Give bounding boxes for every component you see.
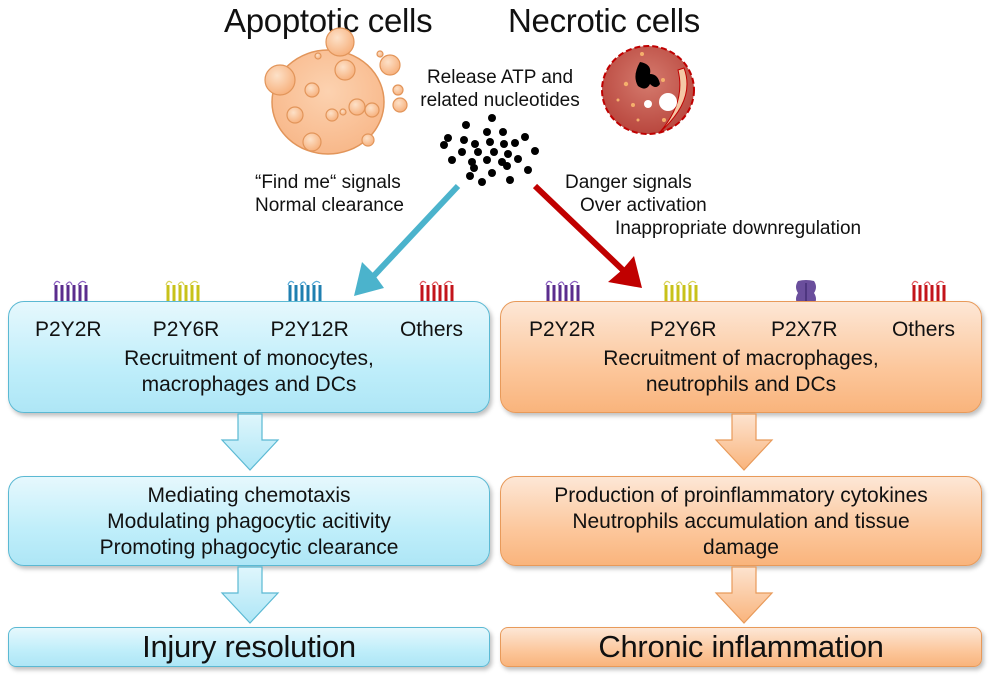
injury-resolution-label: Injury resolution bbox=[142, 629, 356, 664]
injury-resolution-box: Injury resolution bbox=[8, 627, 490, 667]
receptor-label: P2Y6R bbox=[152, 318, 220, 341]
receptor-label: P2Y6R bbox=[649, 318, 717, 341]
right-recruitment-text: Recruitment of macrophages, neutrophils … bbox=[501, 346, 981, 398]
chronic-inflammation-label: Chronic inflammation bbox=[598, 629, 884, 664]
normal-clearance-line: Normal clearance bbox=[255, 195, 404, 216]
others-receptor-icon-right bbox=[911, 280, 946, 303]
p2y6r-receptor-icon-left bbox=[165, 280, 200, 303]
over-activation-line: Over activation bbox=[580, 195, 707, 216]
effect-line: Production of proinflammatory cytokines bbox=[554, 484, 928, 507]
effect-line: Mediating chemotaxis bbox=[147, 484, 351, 507]
left-receptor-labels: P2Y2R P2Y6R P2Y12R Others bbox=[35, 318, 463, 342]
left-effects-text: Mediating chemotaxis Modulating phagocyt… bbox=[9, 483, 489, 561]
effect-line: damage bbox=[703, 536, 779, 559]
right-recruitment-box: P2Y2R P2Y6R P2X7R Others Recruitment of … bbox=[500, 301, 982, 413]
effect-line: Neutrophils accumulation and tissue bbox=[572, 510, 910, 533]
p2y6r-receptor-icon-right bbox=[663, 280, 698, 303]
others-receptor-icon-left bbox=[419, 280, 454, 303]
effect-line: Promoting phagocytic clearance bbox=[99, 536, 399, 559]
p2y12r-receptor-icon-left bbox=[287, 280, 322, 303]
p2y2r-receptor-icon-right bbox=[545, 280, 580, 303]
right-effects-box: Production of proinflammatory cytokines … bbox=[500, 476, 982, 566]
receptor-label: Others bbox=[891, 318, 955, 341]
release-atp-label: Release ATP and related nucleotides bbox=[400, 66, 600, 112]
p2x7r-ion-channel-icon bbox=[796, 280, 816, 306]
find-me-signals-label: “Find me“ signals Normal clearance bbox=[255, 171, 404, 217]
apoptotic-cell-icon bbox=[264, 27, 408, 155]
left-down-arrow-1 bbox=[220, 413, 280, 471]
release-line-1: Release ATP and bbox=[426, 67, 574, 88]
recruitment-line: Recruitment of macrophages, bbox=[603, 347, 879, 370]
receptor-label: P2Y2R bbox=[529, 318, 596, 341]
receptor-label: P2Y12R bbox=[270, 318, 349, 341]
left-down-arrow-2 bbox=[220, 566, 280, 624]
find-me-line: “Find me“ signals bbox=[255, 172, 401, 193]
inappropriate-downregulation-line: Inappropriate downregulation bbox=[615, 218, 862, 239]
right-receptor-labels: P2Y2R P2Y6R P2X7R Others bbox=[529, 318, 955, 342]
left-recruitment-box: P2Y2R P2Y6R P2Y12R Others Recruitment of… bbox=[8, 301, 490, 413]
recruitment-line: Recruitment of monocytes, bbox=[124, 347, 374, 370]
receptor-label: P2X7R bbox=[770, 318, 838, 341]
recruitment-line: macrophages and DCs bbox=[141, 373, 357, 396]
right-down-arrow-2 bbox=[714, 566, 774, 624]
right-down-arrow-1 bbox=[714, 413, 774, 471]
p2y2r-receptor-icon-left bbox=[53, 280, 88, 303]
danger-signals-label: Danger signals Over activation Inappropr… bbox=[565, 171, 861, 240]
danger-signals-line: Danger signals bbox=[565, 172, 692, 193]
left-effects-box: Mediating chemotaxis Modulating phagocyt… bbox=[8, 476, 490, 566]
apoptotic-cells-title: Apoptotic cells bbox=[224, 2, 433, 39]
right-effects-text: Production of proinflammatory cytokines … bbox=[501, 483, 981, 561]
left-recruitment-text: Recruitment of monocytes, macrophages an… bbox=[9, 346, 489, 398]
receptor-label: P2Y2R bbox=[35, 318, 102, 341]
recruitment-line: neutrophils and DCs bbox=[645, 373, 837, 396]
effect-line: Modulating phagocytic acitivity bbox=[107, 510, 391, 533]
nucleotide-cluster-icon bbox=[440, 114, 539, 186]
necrotic-cells-title: Necrotic cells bbox=[508, 2, 701, 39]
receptor-label: Others bbox=[399, 318, 463, 341]
release-line-2: related nucleotides bbox=[420, 90, 580, 111]
chronic-inflammation-box: Chronic inflammation bbox=[500, 627, 982, 667]
necrotic-cell-icon bbox=[601, 45, 695, 135]
